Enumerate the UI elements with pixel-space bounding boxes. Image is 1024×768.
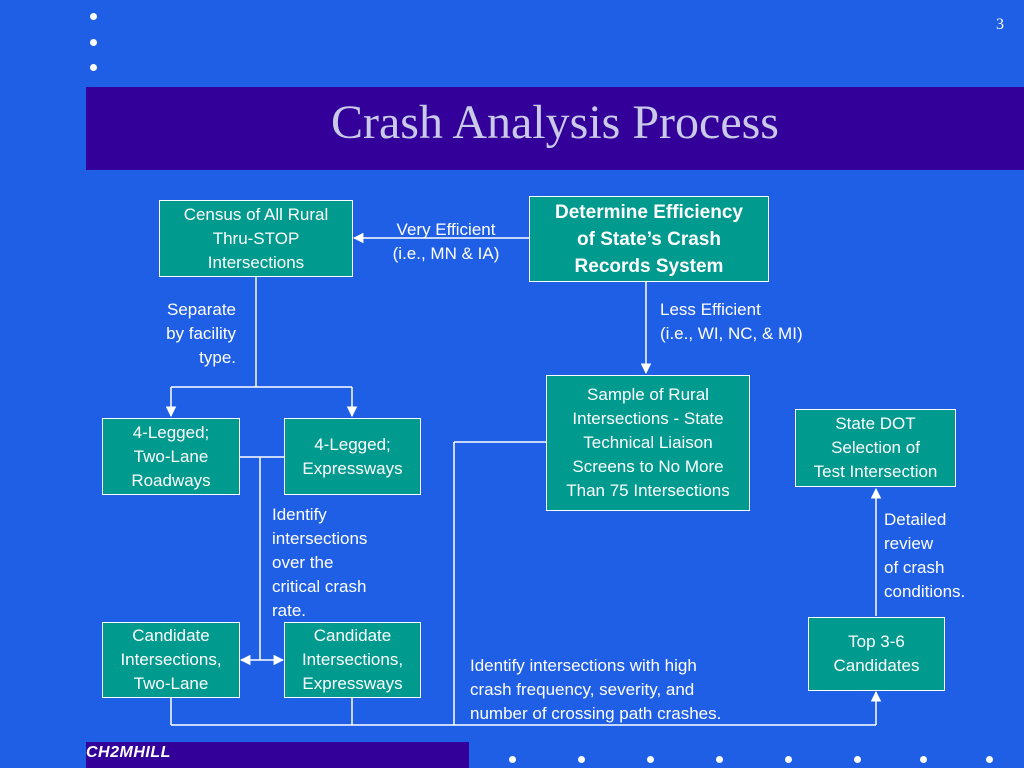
decor-dot xyxy=(90,39,97,46)
decor-dot xyxy=(854,756,861,763)
detailed-review-label: Detailed review of crash conditions. xyxy=(884,510,966,601)
decor-dot xyxy=(716,756,723,763)
decor-dot xyxy=(785,756,792,763)
candidate-expressways-box: Candidate Intersections, Expressways xyxy=(284,622,421,698)
decor-dot xyxy=(90,13,97,20)
expressways-box: 4-Legged; Expressways xyxy=(284,418,421,495)
less-efficient-label: Less Efficient (i.e., WI, NC, & MI) xyxy=(660,300,803,343)
efficiency-box: Determine Efficiency of State’s Crash Re… xyxy=(529,196,769,282)
top-candidates-box: Top 3-6 Candidates xyxy=(808,617,945,691)
census-box: Census of All Rural Thru-STOP Intersecti… xyxy=(159,200,353,277)
identify-critical-label: Identify intersections over the critical… xyxy=(272,505,368,620)
page-number: 3 xyxy=(996,16,1004,33)
very-efficient-label: Very Efficient (i.e., MN & IA) xyxy=(392,220,500,263)
state-dot-box: State DOT Selection of Test Intersection xyxy=(795,409,956,487)
decor-dot xyxy=(90,64,97,71)
footer-bar: CH2MHILL xyxy=(86,742,469,768)
company-logo: CH2MHILL xyxy=(86,744,171,761)
title-band: Crash Analysis Process xyxy=(86,87,1024,170)
decor-dot xyxy=(647,756,654,763)
two-lane-roadways-box: 4-Legged; Two-Lane Roadways xyxy=(102,418,240,495)
separate-label: Separate by facility type. xyxy=(166,300,236,367)
candidate-two-lane-box: Candidate Intersections, Two-Lane xyxy=(102,622,240,698)
decor-dot xyxy=(986,756,993,763)
slide-title: Crash Analysis Process xyxy=(331,96,779,149)
identify-high-label: Identify intersections with high crash f… xyxy=(470,656,722,723)
sample-box: Sample of Rural Intersections - State Te… xyxy=(546,375,750,511)
decor-dot xyxy=(509,756,516,763)
decor-dot xyxy=(578,756,585,763)
decor-dot xyxy=(920,756,927,763)
